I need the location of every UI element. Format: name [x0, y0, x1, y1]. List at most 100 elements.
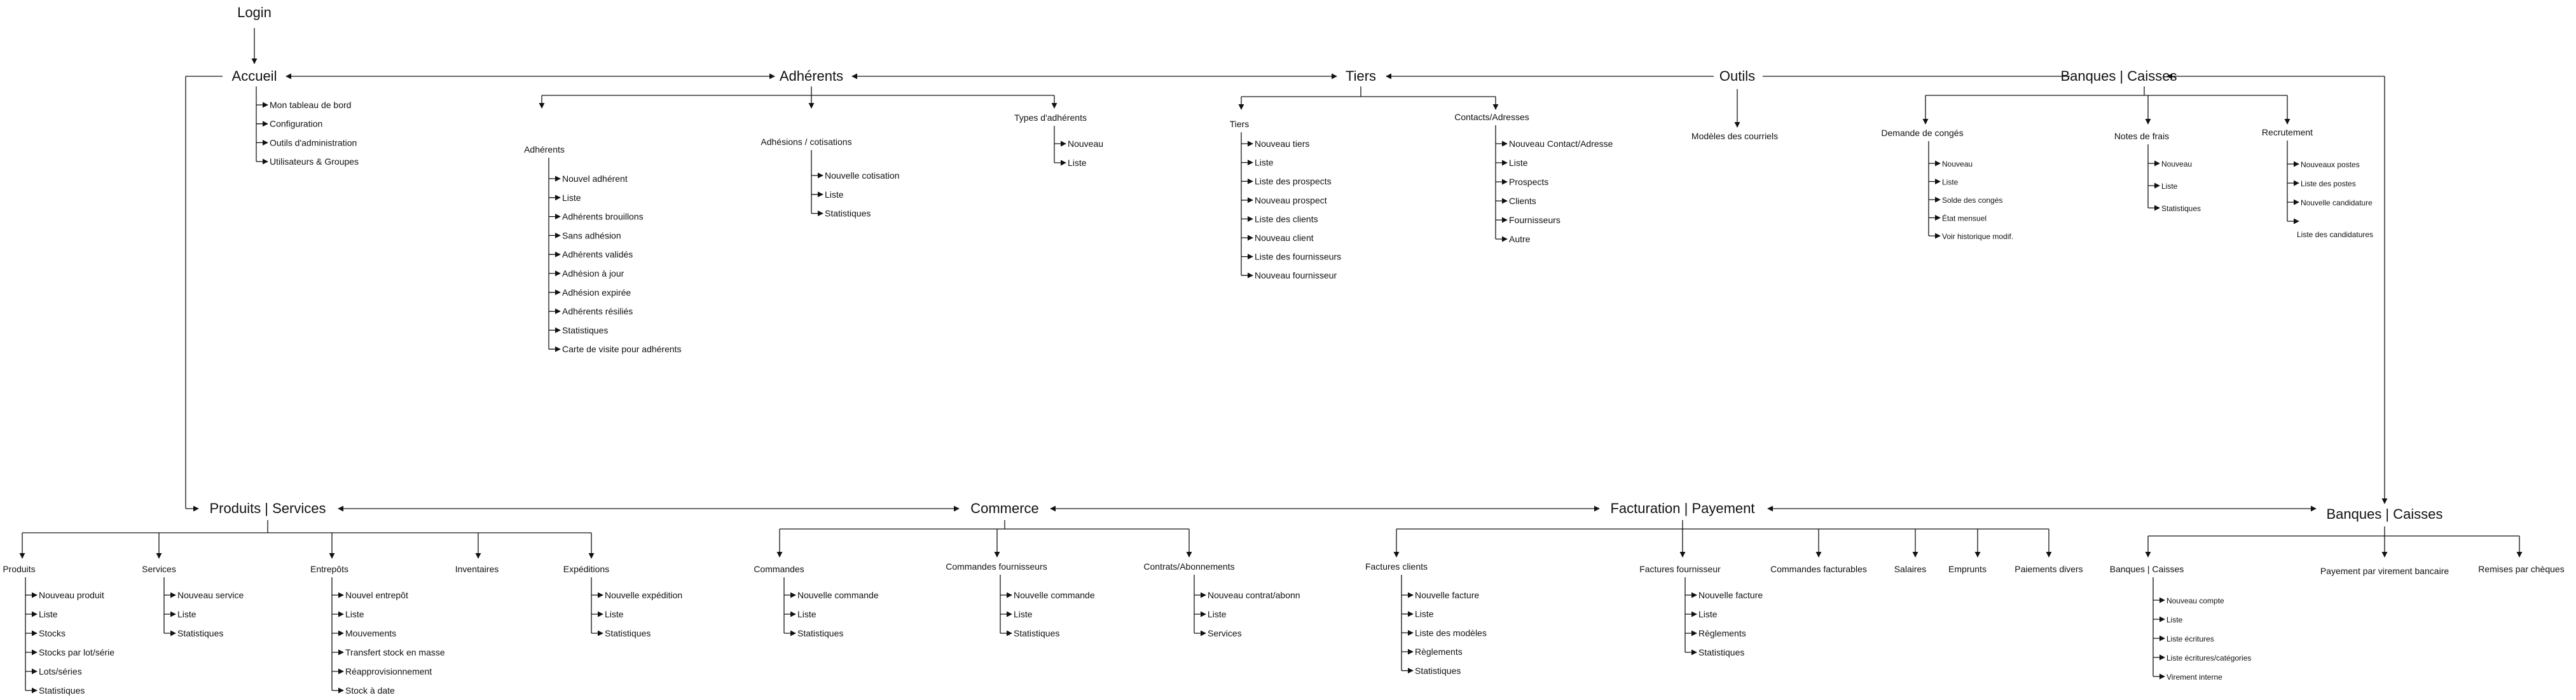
section-produits[interactable]: Produits — [3, 564, 35, 574]
menu-item-nouveau-fournisseur[interactable]: Nouveau fournisseur — [1255, 270, 1337, 280]
menu-item-liste-des-candidatures[interactable]: Liste des candidatures — [2297, 230, 2373, 239]
menu-item-statistiques[interactable]: Statistiques — [1415, 666, 1461, 676]
menu-item-carte-de-visite-pour-adherents[interactable]: Carte de visite pour adhérents — [562, 344, 682, 354]
menu-item-stock-a-date[interactable]: Stock à date — [345, 685, 395, 696]
section-notes-de-frais[interactable]: Notes de frais — [2114, 131, 2169, 141]
menu-item-nouveau[interactable]: Nouveau — [1942, 160, 1973, 168]
section-entrepots[interactable]: Entrepôts — [310, 564, 348, 574]
menu-item-prospects[interactable]: Prospects — [1509, 177, 1548, 187]
menu-item-solde-des-conges[interactable]: Solde des congés — [1942, 196, 2002, 205]
section-demande-de-conges[interactable]: Demande de congés — [1881, 128, 1963, 138]
menu-item-nouvelle-facture[interactable]: Nouvelle facture — [1698, 590, 1763, 600]
menu-item-liste[interactable]: Liste — [1255, 158, 1274, 168]
menu-item-stocks[interactable]: Stocks — [39, 628, 65, 638]
commerce-node[interactable]: Commerce — [970, 500, 1039, 516]
menu-item-statistiques[interactable]: Statistiques — [39, 685, 85, 696]
menu-item-adhesion-a-jour[interactable]: Adhésion à jour — [562, 268, 624, 278]
menu-item-nouveau-contact-adresse[interactable]: Nouveau Contact/Adresse — [1509, 139, 1613, 149]
banques-caisses-node[interactable]: Banques | Caisses — [2060, 68, 2177, 84]
menu-item-liste-des-prospects[interactable]: Liste des prospects — [1255, 176, 1332, 186]
menu-item-liste[interactable]: Liste — [1698, 609, 1718, 619]
menu-item-transfert-stock-en-masse[interactable]: Transfert stock en masse — [345, 647, 445, 657]
section-contrats-abonnements[interactable]: Contrats/Abonnements — [1143, 561, 1234, 572]
menu-item-liste[interactable]: Liste — [2166, 615, 2183, 624]
section-inventaires[interactable]: Inventaires — [455, 564, 499, 574]
menu-item-liste[interactable]: Liste — [562, 193, 581, 203]
menu-item-nouvelle-commande[interactable]: Nouvelle commande — [1014, 590, 1095, 600]
menu-item-nouveau-prospect[interactable]: Nouveau prospect — [1255, 195, 1327, 205]
section-recrutement[interactable]: Recrutement — [2262, 127, 2313, 137]
section-remises-par-cheques[interactable]: Remises par chèques — [2478, 564, 2564, 574]
banques-caisses-bottom-node[interactable]: Banques | Caisses — [2326, 506, 2442, 522]
menu-item-nouvelle-commande[interactable]: Nouvelle commande — [797, 590, 879, 600]
facturation-paiement-node[interactable]: Facturation | Payement — [1610, 500, 1754, 516]
menu-item-liste[interactable]: Liste — [1014, 609, 1033, 619]
outils-node[interactable]: Outils — [1719, 68, 1755, 84]
menu-item-liste[interactable]: Liste — [1208, 609, 1227, 619]
menu-item-nouvelle-facture[interactable]: Nouvelle facture — [1415, 590, 1479, 600]
section-paiements-divers[interactable]: Paiements divers — [2015, 564, 2083, 574]
produits-services-node[interactable]: Produits | Services — [209, 500, 326, 516]
section-modeles-des-courriels[interactable]: Modèles des courriels — [1691, 131, 1778, 141]
menu-item-liste-des-postes[interactable]: Liste des postes — [2301, 179, 2356, 188]
menu-item-nouvelle-cotisation[interactable]: Nouvelle cotisation — [825, 170, 900, 181]
menu-item-reapprovisionnement[interactable]: Réapprovisionnement — [345, 666, 432, 676]
menu-item-liste[interactable]: Liste — [825, 189, 844, 200]
menu-item-utilisateurs-groupes[interactable]: Utilisateurs & Groupes — [270, 156, 359, 167]
menu-item-adherents-valides[interactable]: Adhérents validés — [562, 249, 633, 259]
menu-item-nouveau[interactable]: Nouveau — [1068, 139, 1103, 149]
menu-item-statistiques[interactable]: Statistiques — [1698, 647, 1744, 657]
menu-item-nouvelle-expedition[interactable]: Nouvelle expédition — [605, 590, 682, 600]
menu-item-stocks-par-lot-serie[interactable]: Stocks par lot/série — [39, 647, 114, 657]
menu-item-liste[interactable]: Liste — [1509, 158, 1528, 168]
section-commandes-facturables[interactable]: Commandes facturables — [1770, 564, 1867, 574]
menu-item-liste[interactable]: Liste — [39, 609, 58, 619]
tiers-node[interactable]: Tiers — [1346, 68, 1376, 84]
menu-item-etat-mensuel[interactable]: État mensuel — [1942, 214, 1987, 223]
menu-item-liste-des-modeles[interactable]: Liste des modèles — [1415, 628, 1487, 638]
menu-item-liste[interactable]: Liste — [605, 609, 624, 619]
menu-item-statistiques[interactable]: Statistiques — [562, 325, 608, 335]
section-expeditions[interactable]: Expéditions — [563, 564, 609, 574]
menu-item-liste[interactable]: Liste — [797, 609, 816, 619]
menu-item-statistiques[interactable]: Statistiques — [2161, 204, 2201, 213]
menu-item-clients[interactable]: Clients — [1509, 196, 1536, 206]
section-adhesions-cotisations[interactable]: Adhésions / cotisations — [761, 137, 851, 147]
menu-item-adherents-brouillons[interactable]: Adhérents brouillons — [562, 212, 644, 222]
menu-item-liste[interactable]: Liste — [345, 609, 364, 619]
menu-item-nouveau-contrat-abonn[interactable]: Nouveau contrat/abonn — [1208, 590, 1300, 600]
menu-item-nouveaux-postes[interactable]: Nouveaux postes — [2301, 160, 2360, 169]
menu-item-liste-ecritures-categories[interactable]: Liste écritures/catégories — [2166, 654, 2251, 662]
menu-item-statistiques[interactable]: Statistiques — [797, 628, 843, 638]
section-commandes-fournisseurs[interactable]: Commandes fournisseurs — [946, 561, 1047, 572]
menu-item-statistiques[interactable]: Statistiques — [1014, 628, 1059, 638]
menu-item-nouvel-adherent[interactable]: Nouvel adhérent — [562, 174, 628, 184]
menu-item-liste[interactable]: Liste — [177, 609, 196, 619]
menu-item-reglements[interactable]: Règlements — [1698, 628, 1746, 638]
menu-item-liste-des-fournisseurs[interactable]: Liste des fournisseurs — [1255, 252, 1341, 262]
menu-item-liste[interactable]: Liste — [1068, 158, 1087, 168]
menu-item-liste[interactable]: Liste — [1942, 178, 1959, 187]
menu-item-adhesion-expiree[interactable]: Adhésion expirée — [562, 287, 631, 298]
menu-item-liste[interactable]: Liste — [1415, 609, 1434, 619]
accueil-node[interactable]: Accueil — [232, 68, 277, 84]
menu-item-virement-interne[interactable]: Virement interne — [2166, 673, 2222, 682]
section-factures-clients[interactable]: Factures clients — [1365, 561, 1428, 572]
menu-item-autre[interactable]: Autre — [1509, 234, 1531, 244]
menu-item-nouvelle-candidature[interactable]: Nouvelle candidature — [2301, 198, 2373, 207]
menu-item-liste[interactable]: Liste — [2161, 182, 2178, 191]
menu-item-liste-ecritures[interactable]: Liste écritures — [2166, 635, 2214, 643]
section-types-d-adherents[interactable]: Types d'adhérents — [1014, 113, 1087, 123]
menu-item-reglements[interactable]: Règlements — [1415, 647, 1463, 657]
menu-item-liste-des-clients[interactable]: Liste des clients — [1255, 214, 1318, 224]
section-commandes[interactable]: Commandes — [754, 564, 804, 574]
section-adherents[interactable]: Adhérents — [524, 144, 565, 154]
section-contacts-adresses[interactable]: Contacts/Adresses — [1454, 112, 1529, 122]
menu-item-configuration[interactable]: Configuration — [270, 119, 322, 129]
section-banques-caisses[interactable]: Banques | Caisses — [2110, 564, 2184, 574]
menu-item-nouveau-produit[interactable]: Nouveau produit — [39, 590, 104, 600]
section-payement-par-virement-bancaire[interactable]: Payement par virement bancaire — [2320, 566, 2449, 576]
adherents-node[interactable]: Adhérents — [780, 68, 843, 84]
menu-item-services[interactable]: Services — [1208, 628, 1242, 638]
menu-item-mouvements[interactable]: Mouvements — [345, 628, 396, 638]
